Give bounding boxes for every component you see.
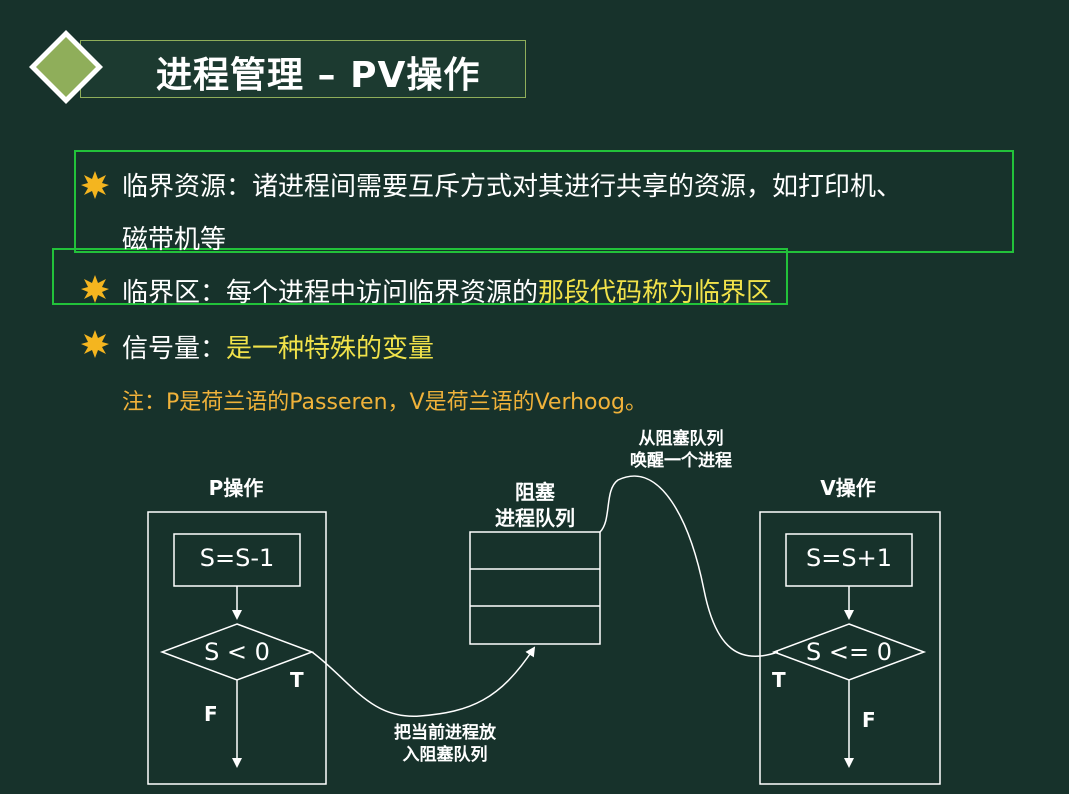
v-true-label: T: [772, 668, 786, 692]
arrow-to-queue: [311, 646, 536, 717]
title-banner: [80, 40, 526, 98]
note-text: 注：P是荷兰语的Passeren，V是荷兰语的Verhoog。: [122, 390, 647, 415]
arrow-from-queue-line2: 唤醒一个进程: [630, 451, 732, 471]
bullet-definition-highlight: 那段代码称为临界区: [538, 278, 773, 308]
arrow-from-queue-line1: 从阻塞队列: [638, 429, 724, 449]
arrow-to-queue-label: 把当前进程放 入阻塞队列: [370, 722, 520, 766]
p-true-label: T: [290, 668, 304, 692]
v-operation-title: V操作: [820, 476, 876, 500]
bullet-critical-resource-line2: 磁带机等: [122, 225, 227, 255]
star-bullet-icon: [81, 171, 109, 199]
bullet-term: 临界区：: [122, 278, 227, 308]
p-false-label: F: [204, 702, 218, 726]
bullet-definition: 诸进程间需要互斥方式对其进行共享的资源，如打印机、: [252, 172, 903, 202]
arrow-to-queue-line2: 入阻塞队列: [402, 745, 488, 765]
v-false-label: F: [862, 708, 876, 732]
p-process-label: S=S-1: [199, 544, 275, 572]
arrow-to-queue-line1: 把当前进程放: [394, 723, 496, 743]
p-operation-title: P操作: [208, 476, 264, 500]
arrow-from-queue-label: 从阻塞队列 唤醒一个进程: [606, 428, 756, 472]
v-operation-frame: [759, 511, 941, 785]
queue-title-line1: 阻塞: [515, 480, 555, 504]
bullet-definition: 每个进程中访问临界资源的: [226, 278, 539, 308]
bullet-critical-resource-line1: 临界资源：诸进程间需要互斥方式对其进行共享的资源，如打印机、: [122, 166, 902, 203]
diamond-icon: [29, 30, 103, 104]
arrow-from-queue: [599, 475, 779, 657]
p-operation-frame: [147, 511, 327, 785]
star-bullet-icon: [81, 330, 109, 358]
queue-frame: [469, 531, 601, 645]
bullet-semaphore: 信号量：是一种特殊的变量: [122, 328, 434, 365]
highlight-box-critical-resource: [74, 150, 1014, 253]
v-decision-label: S <= 0: [806, 638, 892, 666]
v-process-label: S=S+1: [806, 544, 892, 572]
bullet-critical-section: 临界区：每个进程中访问临界资源的那段代码称为临界区: [122, 272, 772, 309]
highlight-box-critical-section: [52, 248, 788, 305]
bullet-definition-highlight: 是一种特殊的变量: [226, 334, 435, 364]
queue-title-line2: 进程队列: [495, 506, 575, 530]
page-title: 进程管理 – PV操作: [156, 55, 481, 96]
bullet-term: 临界资源：: [122, 172, 253, 202]
bullet-term: 信号量：: [122, 334, 227, 364]
star-bullet-icon: [81, 275, 109, 303]
p-decision-label: S < 0: [204, 638, 270, 666]
